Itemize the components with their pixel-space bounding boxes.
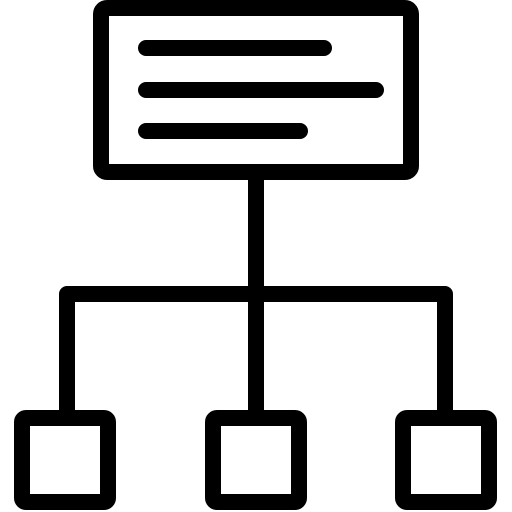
branch-connector	[59, 286, 453, 426]
parent-document-node	[93, 0, 419, 180]
child-box-left	[14, 410, 116, 510]
child-box-middle	[205, 410, 307, 510]
connector-lines	[59, 164, 453, 426]
child-box-right	[395, 410, 497, 510]
child-nodes	[14, 410, 497, 510]
